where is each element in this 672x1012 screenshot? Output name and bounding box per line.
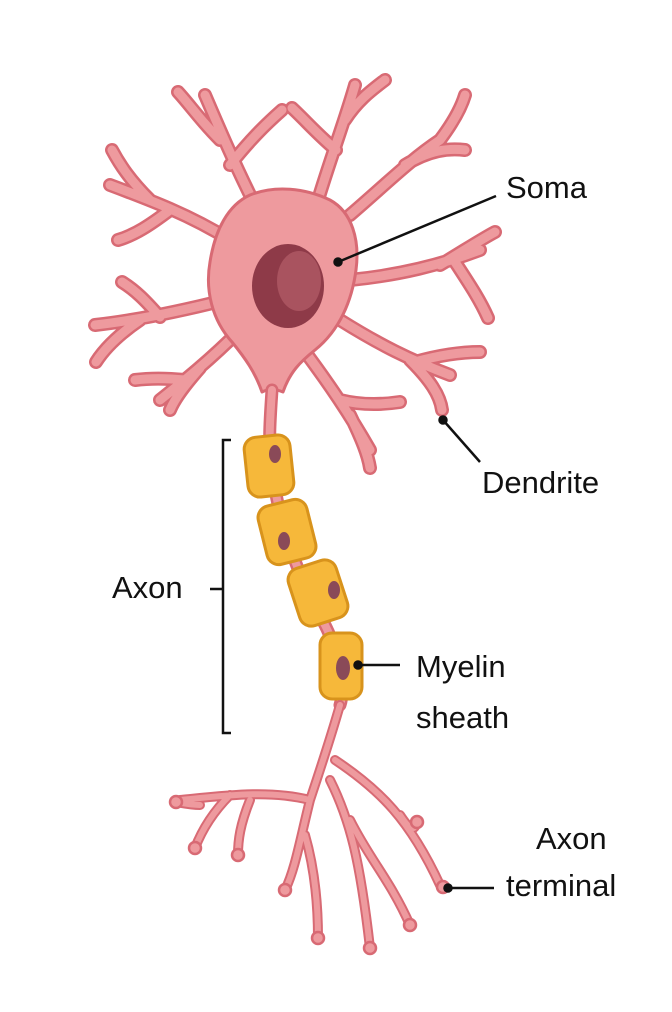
myelin-segment [286,558,350,628]
axon-terminal-branches [168,700,451,956]
myelin-marker-dot [353,660,363,670]
dendrite-leader-line [442,419,481,463]
label-soma: Soma [506,170,587,205]
terminal-bouton [187,840,203,856]
schwann-nucleus [336,656,350,680]
schwann-nucleus [269,445,281,463]
myelin-segment [256,497,318,567]
label-axon: Axon [112,570,183,605]
terminal-bouton [362,940,378,956]
terminal-bouton [310,930,326,946]
myelin-segment [242,433,296,499]
neuron-body [88,73,502,956]
dendrite-marker-dot [438,415,448,425]
terminal-marker-dot [443,883,453,893]
terminal-bouton [402,917,418,933]
soma-marker-dot [333,257,343,267]
terminal-bouton [168,794,184,810]
label-myelin-line1: Myelin [416,649,506,684]
terminal-bouton [409,814,425,830]
label-terminal-line1: Axon [536,821,607,856]
label-myelin-line2: sheath [416,700,510,735]
terminal-bouton [277,882,293,898]
label-dendrite: Dendrite [482,465,600,500]
schwann-nucleus [278,532,290,550]
terminal-bouton [230,847,246,863]
soma-leader-line [337,194,497,264]
axon-bracket [210,438,231,735]
nucleus-highlight [277,251,321,311]
label-terminal-line2: terminal [506,868,617,903]
schwann-nucleus [328,581,340,599]
leader-lines [210,194,497,893]
myelin-sheath-segments [242,433,364,701]
